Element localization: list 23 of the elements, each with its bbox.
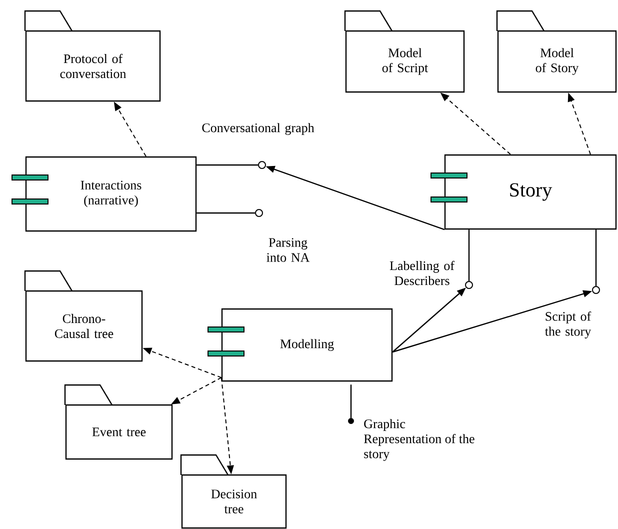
package-box: Model of Story xyxy=(496,10,617,93)
interface-label: Script of the story xyxy=(545,312,592,338)
connector xyxy=(350,384,352,418)
package-box: Model of Script xyxy=(344,10,465,93)
interface-label: Parsing into NA xyxy=(266,238,310,262)
connector xyxy=(468,230,470,281)
interface-label: Graphic Representation of the story xyxy=(364,419,474,461)
component-box: Interactions (narrative) xyxy=(12,156,197,232)
package-box: Chrono-Causal tree xyxy=(24,270,143,362)
interface-label: Labelling of Describers xyxy=(390,260,454,286)
connector xyxy=(595,230,597,286)
package-box: Event tree xyxy=(64,384,173,460)
package-box: Protocol of conversation xyxy=(24,10,161,102)
connector xyxy=(196,164,258,166)
interface-circle xyxy=(592,286,600,294)
component-box: Story xyxy=(430,154,617,230)
component-box: Modelling xyxy=(208,308,393,382)
package-box: Decision tree xyxy=(180,454,287,529)
connector xyxy=(196,212,255,214)
interface-circle xyxy=(465,281,473,289)
interface-circle xyxy=(258,161,266,169)
interface-label: Conversational graph xyxy=(202,123,314,135)
interface-circle xyxy=(255,209,263,217)
